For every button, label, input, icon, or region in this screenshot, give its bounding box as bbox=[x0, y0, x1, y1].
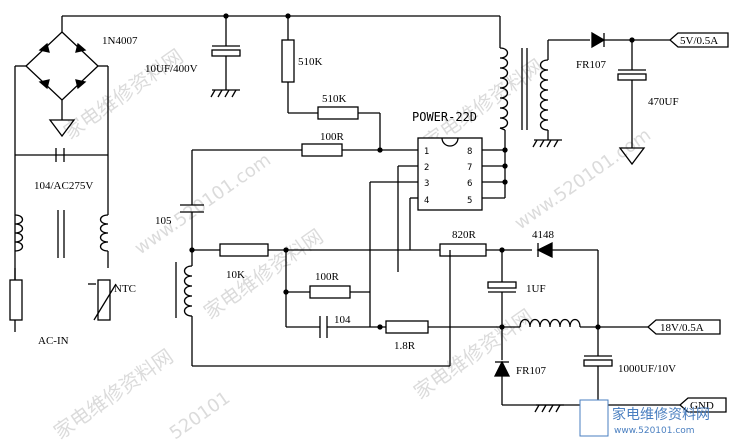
c104-label: 104 bbox=[334, 314, 351, 326]
c1000uf-label: 1000UF/10V bbox=[618, 363, 676, 375]
diode-5v-label: FR107 bbox=[576, 59, 606, 71]
ic-pin-5: 5 bbox=[467, 196, 472, 206]
ic-pin-4: 4 bbox=[424, 196, 429, 206]
transformer-secondary bbox=[539, 59, 549, 131]
watermark-cn-1: 家电维修资料网 bbox=[59, 44, 187, 144]
common-mode-choke bbox=[14, 210, 109, 258]
r100r-mid-label: 100R bbox=[315, 271, 340, 283]
ic-pin-2: 2 bbox=[424, 163, 429, 173]
pin1-resistor-label: 100R bbox=[320, 131, 345, 143]
rectifier-label: 1N4007 bbox=[102, 35, 138, 47]
c1uf-label: 1UF bbox=[526, 283, 546, 295]
r820-label: 820R bbox=[452, 229, 477, 241]
bulk-cap-label: 10UF/400V bbox=[145, 63, 198, 75]
watermark-cn-4: 家电维修资料网 bbox=[49, 344, 177, 442]
r10k-label: 10K bbox=[226, 269, 245, 281]
out-5v-label: 5V/0.5A bbox=[680, 35, 718, 47]
out-18v-label: 18V/0.5A bbox=[660, 322, 704, 334]
ground-output bbox=[534, 404, 564, 413]
transformer-primary bbox=[499, 47, 509, 131]
ground-bulk-cap bbox=[210, 89, 240, 98]
power-22d-ic: 1 2 3 4 8 7 6 5 bbox=[417, 137, 483, 211]
watermark-url-1: www.520101.com bbox=[131, 149, 275, 259]
bridge-rectifier bbox=[14, 31, 109, 290]
site-logo: 家电维修资料网 www.520101.com bbox=[579, 399, 710, 437]
d4148-label: 4148 bbox=[532, 229, 555, 241]
x-cap-label: 104/AC275V bbox=[34, 180, 93, 192]
logo-cn: 家电维修资料网 bbox=[612, 406, 710, 423]
ic-pin-6: 6 bbox=[467, 179, 472, 189]
ic-label: POWER-22D bbox=[412, 110, 477, 124]
ground-secondary bbox=[532, 139, 562, 148]
watermark-url-2: www.520101.com bbox=[511, 124, 655, 234]
start-resistor-label: 510K bbox=[298, 56, 323, 68]
logo-url: www.520101.com bbox=[614, 426, 695, 436]
ic-pin-1: 1 bbox=[424, 147, 429, 157]
watermark-cn-5: 家电维修资料网 bbox=[409, 304, 537, 404]
aux-winding bbox=[183, 265, 193, 317]
cap-105-label: 105 bbox=[155, 215, 172, 227]
output-choke bbox=[519, 318, 581, 328]
top-resistor-label: 510K bbox=[322, 93, 347, 105]
r1-8-label: 1.8R bbox=[394, 340, 416, 352]
gnd-label: GND bbox=[690, 400, 714, 412]
cap-5v-label: 470UF bbox=[648, 96, 679, 108]
ac-in-label: AC-IN bbox=[38, 335, 69, 347]
diode-lower-label: FR107 bbox=[516, 365, 546, 377]
ic-pin-7: 7 bbox=[467, 163, 472, 173]
watermark-num-1: 520101 bbox=[166, 387, 234, 442]
ntc-label: NTC bbox=[114, 283, 136, 295]
ic-pin-3: 3 bbox=[424, 179, 429, 189]
ic-pin-8: 8 bbox=[467, 147, 472, 157]
watermark-cn-2: 家电维修资料网 bbox=[199, 224, 327, 324]
watermark-layer: 家电维修资料网 家电维修资料网 家电维修资料网 家电维修资料网 家电维修资料网 … bbox=[49, 44, 655, 442]
